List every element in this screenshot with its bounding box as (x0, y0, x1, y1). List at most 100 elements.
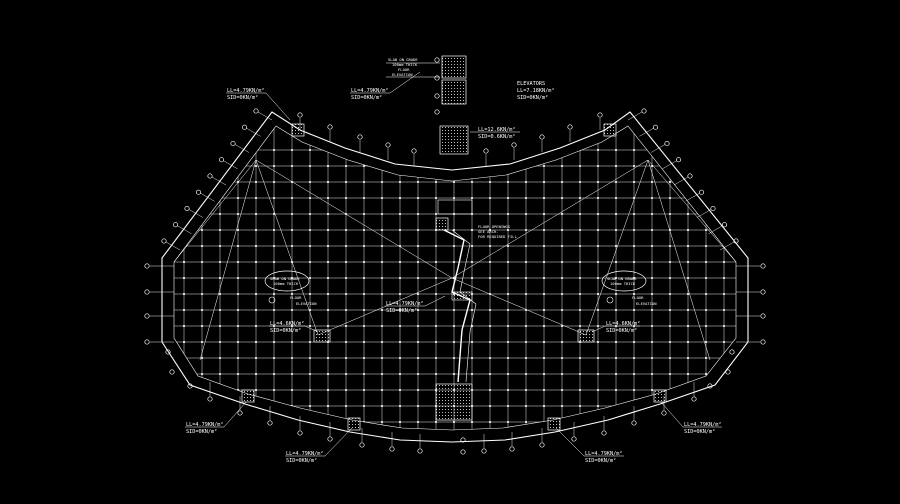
column (669, 213, 671, 215)
column (705, 149, 707, 151)
column (435, 277, 437, 279)
opening-edge (443, 229, 471, 383)
svg-text:LL=4.6KN/m²: LL=4.6KN/m² (270, 321, 304, 327)
svg-text:ELEVATORS: ELEVATORS (517, 81, 545, 87)
brace (255, 159, 453, 279)
column (561, 421, 563, 423)
grid-bubble (161, 238, 167, 244)
column (633, 341, 635, 343)
column (489, 373, 491, 375)
column (705, 277, 707, 279)
column (687, 165, 689, 167)
grid-bubble (417, 448, 423, 454)
column (579, 261, 581, 263)
column (561, 277, 563, 279)
column (201, 197, 203, 199)
column (381, 309, 383, 311)
column (237, 245, 239, 247)
column (327, 373, 329, 375)
column (399, 405, 401, 407)
column (273, 213, 275, 215)
column (255, 293, 257, 295)
column (381, 261, 383, 263)
column (273, 293, 275, 295)
right-core (577, 329, 595, 343)
svg-text:SID=0KN/m²: SID=0KN/m² (227, 95, 258, 101)
column (327, 293, 329, 295)
column (345, 341, 347, 343)
column (273, 229, 275, 231)
column (669, 373, 671, 375)
column (687, 229, 689, 231)
column (525, 373, 527, 375)
column (669, 149, 671, 151)
grid-bubble (297, 430, 303, 436)
column (561, 261, 563, 263)
column (597, 293, 599, 295)
column (435, 325, 437, 327)
grid-bubble (144, 289, 150, 295)
column (669, 405, 671, 407)
column (597, 245, 599, 247)
grid-bubble (389, 446, 395, 452)
column (237, 293, 239, 295)
column (633, 357, 635, 359)
column (471, 245, 473, 247)
column (543, 405, 545, 407)
column (219, 293, 221, 295)
column (183, 197, 185, 199)
column (273, 357, 275, 359)
column (363, 341, 365, 343)
column (597, 229, 599, 231)
top-right-load-note: ELEVATORS LL=7.18KN/m² SID=0KN/m² (517, 81, 554, 101)
column (309, 325, 311, 327)
corner-core (653, 389, 667, 403)
hatched-cores (241, 55, 667, 431)
column (345, 149, 347, 151)
column (669, 357, 671, 359)
column (255, 261, 257, 263)
svg-text:SID=0KN/m²: SID=0KN/m² (517, 95, 548, 101)
column (543, 325, 545, 327)
column (381, 357, 383, 359)
column (723, 181, 725, 183)
grid-bubble (169, 369, 175, 375)
column (525, 245, 527, 247)
column (327, 149, 329, 151)
corner-core (347, 417, 361, 431)
column (543, 261, 545, 263)
column (489, 405, 491, 407)
grid-bubble (434, 109, 440, 115)
column (417, 261, 419, 263)
column (201, 373, 203, 375)
column (669, 277, 671, 279)
column (219, 389, 221, 391)
column (723, 325, 725, 327)
column (687, 341, 689, 343)
column (507, 357, 509, 359)
column (273, 341, 275, 343)
column (453, 165, 455, 167)
column (561, 149, 563, 151)
column (651, 325, 653, 327)
column (579, 405, 581, 407)
column (561, 197, 563, 199)
column (615, 213, 617, 215)
grid-ray (165, 241, 181, 251)
column (237, 389, 239, 391)
column (363, 325, 365, 327)
column (489, 421, 491, 423)
column (219, 165, 221, 167)
column (687, 357, 689, 359)
bottom-center-right-load-note: LL=4.79KN/m² SID=0KN/m² (555, 427, 624, 464)
column (381, 229, 383, 231)
column (273, 389, 275, 391)
column (291, 309, 293, 311)
column (183, 213, 185, 215)
column (489, 357, 491, 359)
column (201, 357, 203, 359)
column (705, 389, 707, 391)
column (273, 181, 275, 183)
opening-box (437, 199, 473, 215)
grid-bubble (567, 124, 573, 130)
